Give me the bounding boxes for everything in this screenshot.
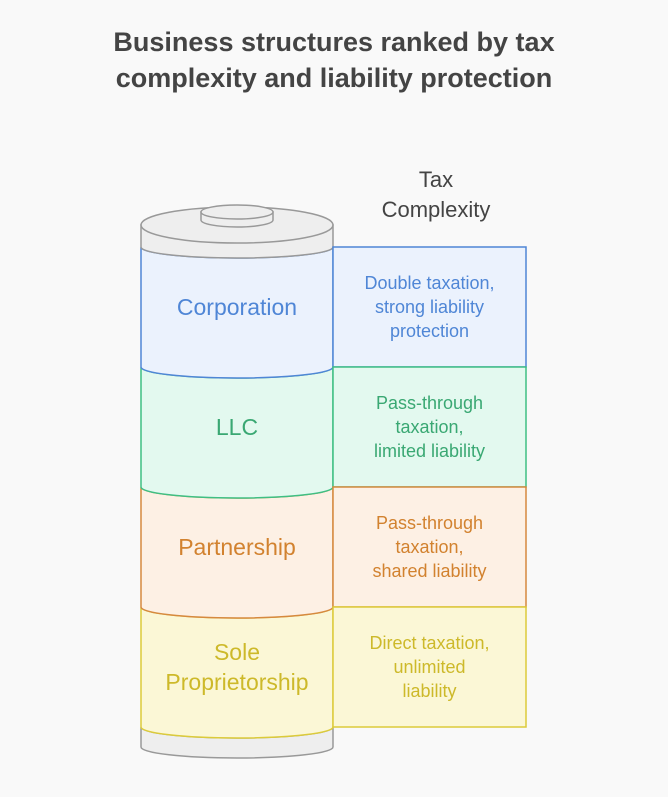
tax-complexity-label: Tax Complexity [382,167,491,222]
description-panel-sole-proprietorship [332,606,527,728]
battery-terminal-top [200,204,274,220]
layer-name-sole-proprietorship-line-2: Proprietorship [165,669,308,695]
layer-name-llc: LLC [216,414,258,440]
description-sole-proprietorship-line-3: liability [402,681,456,701]
description-sole-proprietorship-line-2: unlimited [393,657,465,677]
description-partnership-line-2: taxation, [395,537,463,557]
axis-label-line-1: Tax [419,167,453,192]
title-line-1: Business structures ranked by tax [113,27,555,57]
description-panels: Double taxation, strong liability protecti… [332,246,527,728]
description-corporation-line-3: protection [390,321,469,341]
description-llc-line-1: Pass-through [376,393,483,413]
description-llc-line-3: limited liability [374,441,485,461]
layer-name-sole-proprietorship-line-1: Sole [214,639,260,665]
description-panel-partnership [332,486,527,608]
title-line-2: complexity and liability protection [115,63,553,93]
description-panel-llc [332,366,527,488]
layer-name-partnership: Partnership [178,534,296,560]
description-sole-proprietorship-line-1: Direct taxation, [369,633,489,653]
diagram-title: Business structures ranked by tax comple… [0,24,668,96]
description-partnership-line-3: shared liability [372,561,486,581]
description-llc-line-2: taxation, [395,417,463,437]
description-corporation-line-1: Double taxation, [364,273,494,293]
axis-label-line-2: Complexity [382,197,491,222]
description-corporation-line-2: strong liability [375,297,484,317]
description-partnership-line-1: Pass-through [376,513,483,533]
description-panel-corporation [332,246,527,368]
layer-name-corporation: Corporation [177,294,297,320]
